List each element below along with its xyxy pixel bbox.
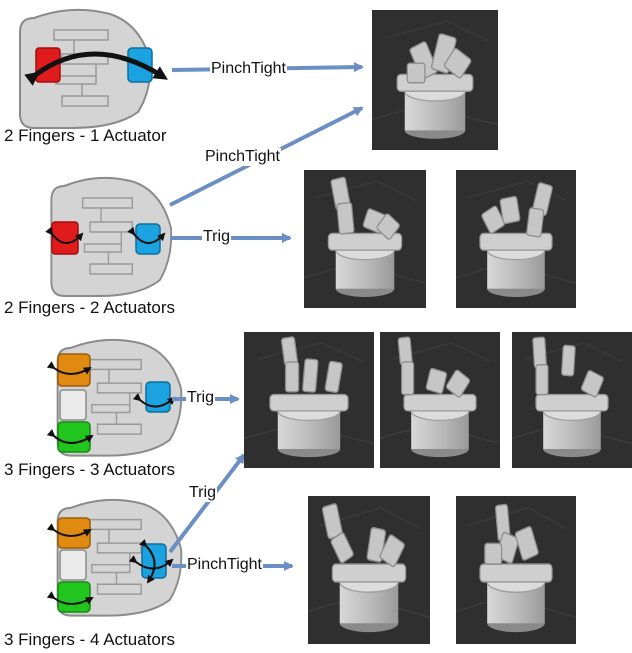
arrow-label-pinchtight-3: PinchTight [186,556,263,574]
gripper-diagram-3f3a [46,338,183,457]
render-tile-5 [379,331,501,469]
render-tile-6 [511,331,632,469]
gripper-diagram-2f1a [19,8,168,129]
gripper-diagram-2f2a [45,176,173,297]
arrow-label-pinchtight-2: PinchTight [204,148,281,166]
arrow-label-trig-3: Trig [188,484,217,502]
render-tile-2 [303,169,427,309]
arrow-label-pinchtight-1: PinchTight [210,60,287,78]
render-tile-4 [243,331,375,469]
render-tile-8 [455,495,577,645]
coupled-rotation-arrow [24,51,168,86]
gripper-diagram-3f4a [46,498,183,617]
config-label-3f3a: 3 Fingers - 3 Actuators [4,460,176,479]
arrow-trig-3 [168,453,246,554]
config-label-2f2a: 2 Fingers - 2 Actuators [4,298,176,317]
arrow-label-trig-2: Trig [186,389,215,407]
render-tile-7 [307,495,431,645]
render-tile-1 [371,9,499,151]
render-tile-3 [455,169,577,309]
arrow-label-trig-1: Trig [202,228,231,246]
config-label-2f1a: 2 Fingers - 1 Actuator [4,126,167,145]
config-label-3f4a: 3 Fingers - 4 Actuators [4,630,176,649]
